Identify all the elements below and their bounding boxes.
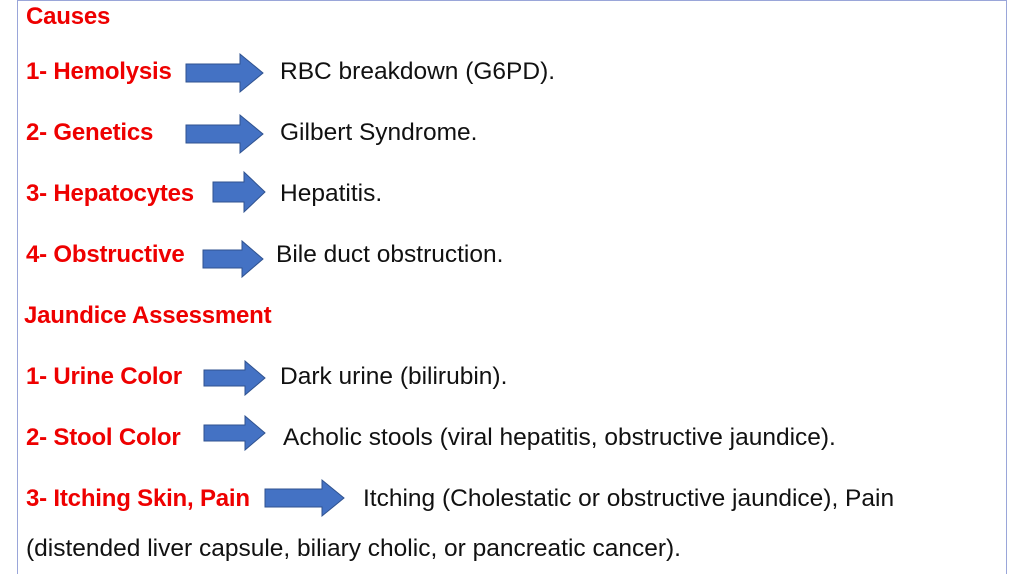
arrow-right-icon bbox=[203, 415, 266, 451]
assessment-3-continuation: (distended liver capsule, biliary cholic… bbox=[26, 535, 681, 562]
causes-heading: Causes bbox=[26, 3, 111, 30]
arrow-right-icon bbox=[212, 170, 266, 214]
arrow-right-icon bbox=[185, 113, 264, 155]
arrow-right-icon bbox=[202, 239, 264, 279]
assessment-2-label: 2- Stool Color bbox=[26, 424, 181, 451]
arrow-right-icon bbox=[203, 360, 266, 396]
assessment-1-description: Dark urine (bilirubin). bbox=[280, 363, 508, 390]
arrow-right-icon bbox=[264, 478, 345, 518]
assessment-heading: Jaundice Assessment bbox=[24, 302, 272, 329]
assessment-3-label: 3- Itching Skin, Pain bbox=[26, 485, 250, 512]
cause-2-label: 2- Genetics bbox=[26, 119, 154, 146]
cause-3-description: Hepatitis. bbox=[280, 180, 383, 207]
assessment-3-description: Itching (Cholestatic or obstructive jaun… bbox=[363, 485, 895, 512]
arrow-right-icon bbox=[185, 52, 264, 94]
cause-4-label: 4- Obstructive bbox=[26, 241, 185, 268]
cause-3-label: 3- Hepatocytes bbox=[26, 180, 194, 207]
cause-1-description: RBC breakdown (G6PD). bbox=[280, 58, 556, 85]
slide-frame bbox=[17, 0, 1007, 574]
cause-4-description: Bile duct obstruction. bbox=[276, 241, 504, 268]
assessment-2-description: Acholic stools (viral hepatitis, obstruc… bbox=[283, 424, 836, 451]
assessment-1-label: 1- Urine Color bbox=[26, 363, 182, 390]
cause-2-description: Gilbert Syndrome. bbox=[280, 119, 478, 146]
cause-1-label: 1- Hemolysis bbox=[26, 58, 172, 85]
